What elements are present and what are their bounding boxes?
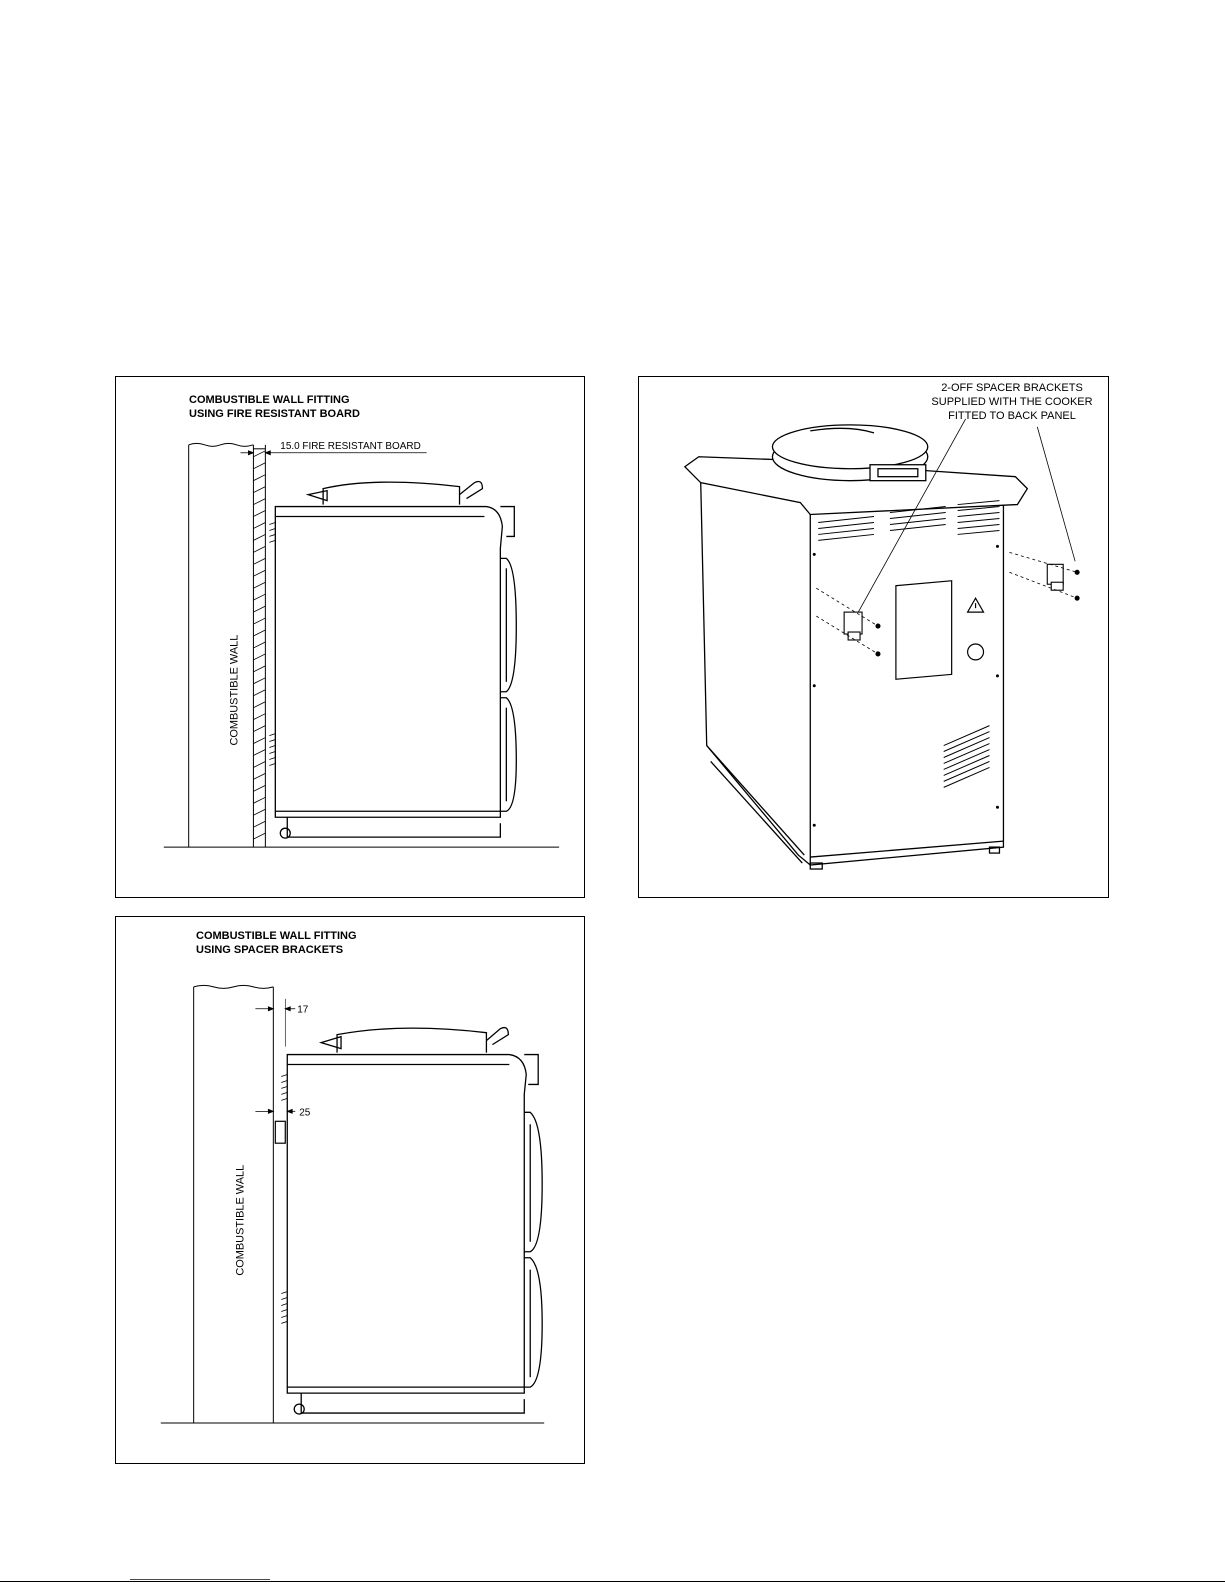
wall-label-a: COMBUSTIBLE WALL [228,635,240,746]
dimension-17-label: 17 [297,1005,309,1016]
footer-link-underline[interactable] [130,1578,270,1580]
figure-spacer-bracket-rear-view: 2-OFF SPACER BRACKETS SUPPLIED WITH THE … [638,376,1109,898]
panel-screws [813,545,999,827]
dimension-17 [255,999,295,1047]
board-label: 15.0 FIRE RESISTANT BOARD [280,441,420,452]
dimension-25 [255,1109,295,1113]
cooker-side-view-a [275,482,516,839]
spacer-bracket-right [1047,564,1079,600]
spacer-bracket-side [275,1121,285,1143]
figure-b-drawing [639,377,1108,897]
fire-resistant-board [253,445,265,847]
figure-spacer-brackets: COMBUSTIBLE WALL FITTING USING SPACER BR… [115,916,585,1464]
spacer-bracket-left [844,612,880,656]
vent-marks-a [269,522,275,765]
bracket-right-screw-paths [1009,552,1077,598]
warning-triangle-icon [968,598,984,612]
footer-rule [0,1581,1225,1582]
dimension-25-label: 25 [299,1107,311,1118]
cooker-side-view-c [287,1028,542,1414]
rear-vent-slots-bottom [944,726,990,788]
rating-badge-icon [968,644,984,660]
figure-fire-resistant-board: COMBUSTIBLE WALL FITTING USING FIRE RESI… [115,376,585,898]
combustible-wall-a [189,443,254,847]
rear-access-panel [896,581,952,679]
wall-label-c: COMBUSTIBLE WALL [234,1165,246,1276]
hotplate-lid [772,425,927,481]
figure-c-drawing: 17 25 [116,917,584,1463]
vent-marks-c [281,1074,287,1323]
figure-a-drawing: 15.0 FIRE RESISTANT BOARD COMBUSTIB [116,377,584,897]
